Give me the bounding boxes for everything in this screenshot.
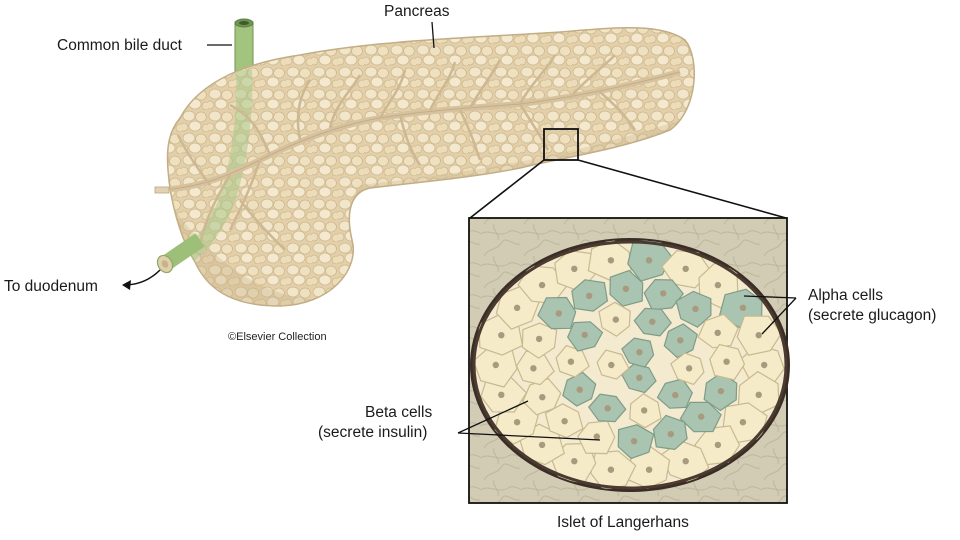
duodenum-arrow bbox=[122, 269, 161, 290]
cell-nucleus bbox=[714, 329, 721, 336]
cell-nucleus bbox=[645, 257, 653, 264]
cell-nucleus bbox=[538, 281, 546, 289]
alpha-cells-label: Alpha cells bbox=[808, 287, 883, 304]
cell-nucleus bbox=[538, 441, 546, 449]
cell-nucleus bbox=[622, 285, 630, 292]
cell-nucleus bbox=[755, 391, 762, 398]
cell-nucleus bbox=[682, 458, 689, 465]
cell-nucleus bbox=[636, 374, 643, 381]
cell-nucleus bbox=[636, 349, 643, 356]
cell-nucleus bbox=[593, 433, 600, 440]
cell-nucleus bbox=[672, 391, 679, 399]
cell-nucleus bbox=[682, 265, 689, 272]
cell-nucleus bbox=[492, 361, 499, 369]
cell-nucleus bbox=[607, 466, 615, 473]
cell-nucleus bbox=[630, 438, 638, 445]
cell-nucleus bbox=[576, 386, 583, 393]
cell-nucleus bbox=[571, 265, 578, 272]
cell-nucleus bbox=[755, 332, 762, 339]
alpha-cells-sub-label: (secrete glucagon) bbox=[808, 307, 937, 324]
cell-nucleus bbox=[498, 332, 505, 339]
cell-nucleus bbox=[723, 358, 730, 365]
cell-nucleus bbox=[513, 419, 521, 426]
cell-nucleus bbox=[608, 361, 615, 369]
cell-nucleus bbox=[535, 335, 543, 343]
cell-nucleus bbox=[649, 318, 656, 325]
cell-nucleus bbox=[645, 466, 653, 473]
cell-nucleus bbox=[604, 405, 611, 412]
leader-lines bbox=[207, 21, 797, 441]
cell-nucleus bbox=[586, 292, 593, 300]
pancreas-label: Pancreas bbox=[384, 3, 450, 20]
cell-nucleus bbox=[567, 358, 575, 365]
cell-nucleus bbox=[714, 441, 722, 449]
cell-nucleus bbox=[677, 337, 684, 344]
islet-cells bbox=[472, 240, 785, 490]
cell-nucleus bbox=[607, 257, 615, 264]
common-bile-duct-label: Common bile duct bbox=[57, 37, 182, 54]
cell-nucleus bbox=[667, 430, 674, 438]
cell-nucleus bbox=[685, 365, 693, 372]
duodenum-duct bbox=[156, 233, 205, 274]
cell-nucleus bbox=[698, 413, 705, 420]
cell-nucleus bbox=[581, 331, 588, 339]
cell-nucleus bbox=[739, 419, 747, 426]
cell-nucleus bbox=[692, 305, 699, 312]
cell-nucleus bbox=[539, 394, 546, 401]
cell-nucleus bbox=[717, 387, 725, 395]
zoom-indicator bbox=[469, 128, 787, 219]
cell-nucleus bbox=[761, 361, 768, 369]
cell-nucleus bbox=[530, 365, 537, 372]
cell-nucleus bbox=[714, 281, 722, 289]
cell-nucleus bbox=[561, 418, 568, 425]
cell-nucleus bbox=[555, 310, 562, 317]
cell-nucleus bbox=[612, 316, 619, 323]
islet-inset bbox=[468, 217, 790, 504]
cell-nucleus bbox=[571, 458, 578, 465]
cell-nucleus bbox=[660, 290, 667, 297]
cell-nucleus bbox=[498, 391, 505, 398]
islet-title-label: Islet of Langerhans bbox=[557, 514, 689, 531]
to-duodenum-label: To duodenum bbox=[4, 278, 98, 295]
cell-nucleus bbox=[739, 304, 747, 311]
cell-nucleus bbox=[641, 407, 648, 414]
beta-cells-label: Beta cells bbox=[365, 404, 433, 421]
beta-cells-sub-label: (secrete insulin) bbox=[318, 424, 428, 441]
copyright-label: ©Elsevier Collection bbox=[228, 331, 327, 343]
cell-nucleus bbox=[513, 304, 521, 311]
